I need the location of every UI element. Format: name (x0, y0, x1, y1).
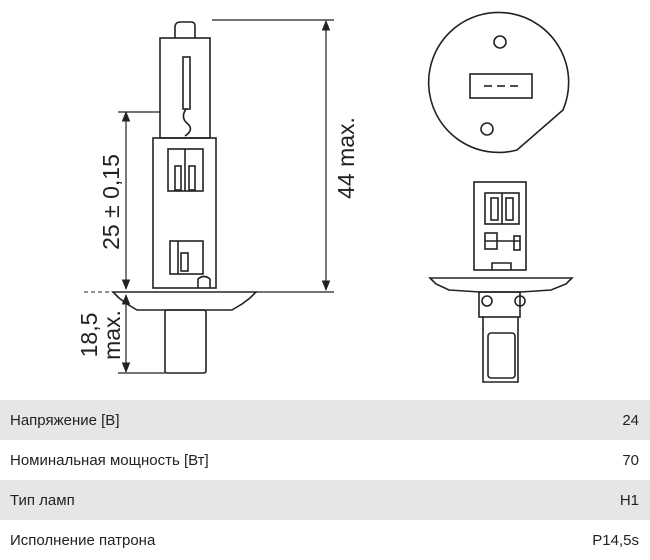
spec-row-lamp-type: Тип ламп H1 (0, 480, 650, 520)
dim-length-line (118, 110, 160, 291)
dim-length-label: 25 ± 0,15 (98, 154, 124, 250)
spec-table: Напряжение [В] 24 Номинальная мощность [… (0, 400, 650, 560)
lead-wire (182, 108, 192, 137)
flange-outline (427, 11, 570, 154)
bulb-body (152, 137, 217, 289)
spec-row-base: Исполнение патрона P14,5s (0, 520, 650, 560)
spec-row-power: Номинальная мощность [Вт] 70 (0, 440, 650, 480)
spec-label: Номинальная мощность [Вт] (10, 451, 209, 469)
spec-row-voltage: Напряжение [В] 24 (0, 400, 650, 440)
body-notch (197, 275, 211, 288)
bulb-front-view (428, 181, 574, 383)
flange (111, 291, 258, 311)
front-view-flange (428, 277, 574, 293)
glass-tip (174, 21, 196, 38)
bulb-side-view (111, 21, 258, 374)
front-view-pin (487, 332, 516, 379)
lower-window (169, 240, 204, 275)
bulb-top-view (427, 11, 570, 154)
spec-label: Напряжение [В] (10, 411, 120, 429)
dim-total-label: 44 max. (333, 117, 359, 199)
spec-value: 70 (622, 451, 639, 469)
filament-shield (182, 56, 191, 110)
spec-label: Тип ламп (10, 491, 75, 509)
bulb-technical-drawing: 25 ± 0,15 44 max. 18,5 max. (76, 11, 574, 383)
spec-value: H1 (619, 491, 639, 509)
front-view-collar (478, 291, 521, 318)
dim-base-value: 18,5 (76, 313, 102, 358)
top-view-slot (469, 73, 533, 99)
front-view-body (473, 181, 527, 271)
top-view-hole-upper (493, 35, 507, 49)
spec-value: 24 (622, 411, 639, 429)
spec-label: Исполнение патрона (10, 531, 156, 549)
dim-total-line (212, 19, 334, 293)
top-view-hole-lower (480, 122, 494, 136)
dim-base-suffix: max. (99, 310, 125, 360)
dim-base-line (118, 293, 165, 374)
glass-envelope (159, 37, 211, 139)
spec-value: P14,5s (592, 531, 639, 549)
base-pin (164, 309, 207, 374)
